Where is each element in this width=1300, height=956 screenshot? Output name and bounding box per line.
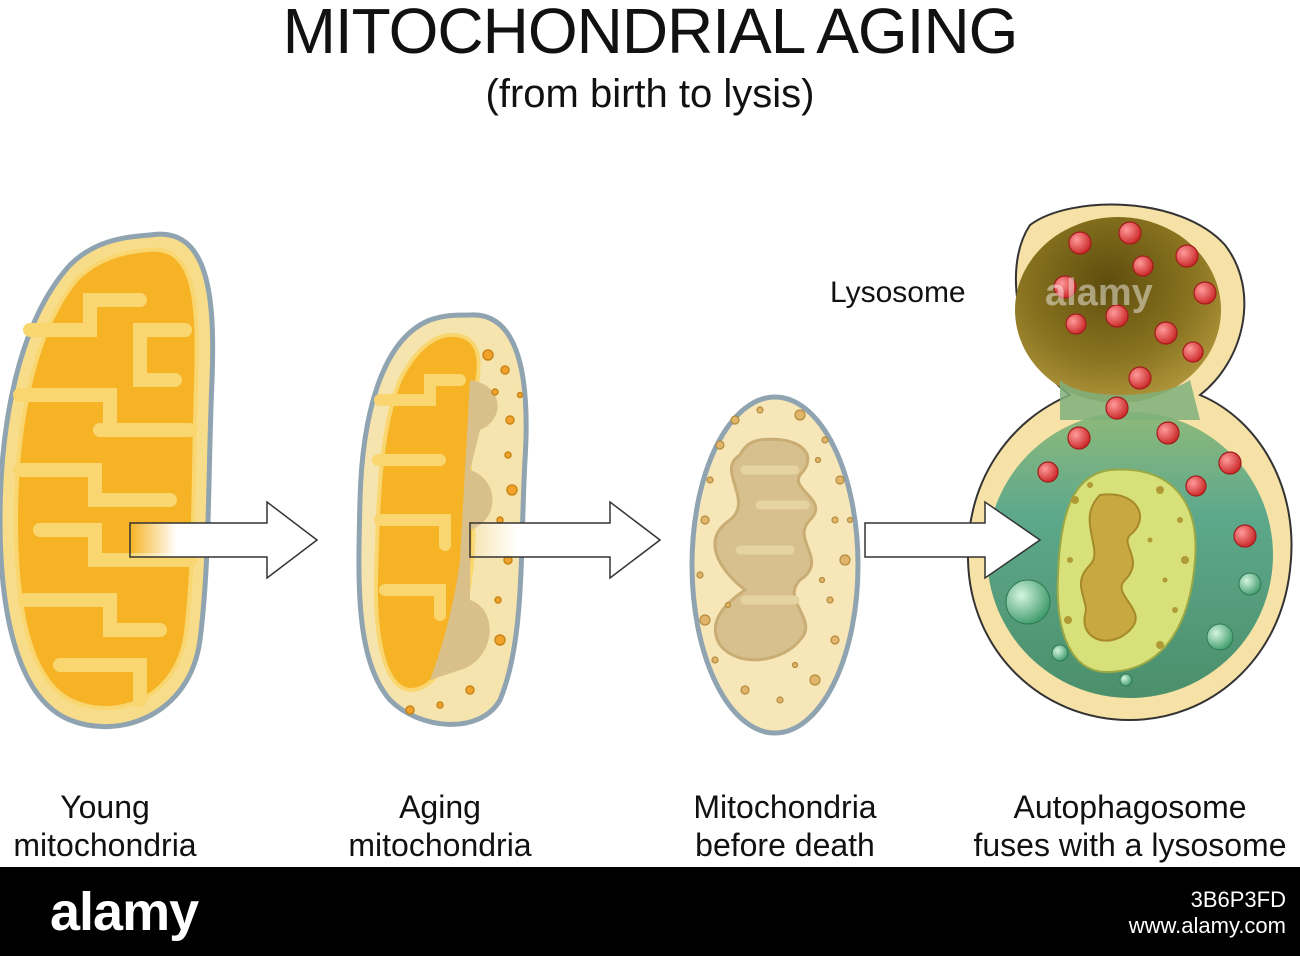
alamy-logo: alamy <box>50 882 199 942</box>
mitochondria-diagram <box>0 203 1293 736</box>
diagram-subtitle: (from birth to lysis) <box>485 72 815 116</box>
caption-autophagosome: Autophagosome fuses with a lysosome <box>960 788 1300 864</box>
image-id: 3B6P3FD www.alamy.com <box>1129 887 1286 939</box>
caption-line: Aging <box>399 789 481 825</box>
caption-line: fuses with a lysosome <box>973 827 1287 863</box>
watermark: alamy <box>1045 272 1153 314</box>
arrow-aging-to-death <box>469 500 662 580</box>
dying-mitochondrion <box>689 394 861 736</box>
image-source-url: www.alamy.com <box>1128 913 1286 938</box>
young-mitochondrion <box>0 231 216 730</box>
caption-line: mitochondria <box>13 827 197 863</box>
caption-line: Autophagosome <box>1013 789 1247 825</box>
arrow-young-to-aging <box>129 500 319 580</box>
stock-footer-bar: alamy 3B6P3FD www.alamy.com <box>0 867 1300 956</box>
autophagolysosome <box>966 203 1293 722</box>
caption-aging-mitochondria: Aging mitochondria <box>335 788 545 864</box>
caption-line: Young <box>60 789 150 825</box>
caption-line: before death <box>695 827 875 863</box>
caption-mitochondria-before-death: Mitochondria before death <box>680 788 890 864</box>
aging-mitochondrion <box>356 312 529 727</box>
caption-young-mitochondria: Young mitochondria <box>5 788 205 864</box>
arrow-death-to-lysis <box>864 500 1042 580</box>
caption-line: mitochondria <box>348 827 532 863</box>
diagram-title: MITOCHONDRIAL AGING <box>282 0 1019 67</box>
image-id-code: 3B6P3FD <box>1190 887 1286 912</box>
lysosome-label: Lysosome <box>830 276 966 309</box>
caption-line: Mitochondria <box>693 789 877 825</box>
